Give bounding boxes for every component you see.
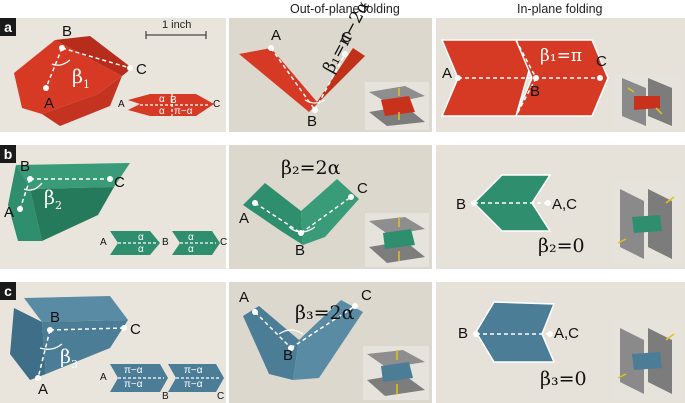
point-a-label: A [38,381,49,398]
point-b-label: B [530,83,541,100]
blue-v-fold [243,300,363,380]
pattern-alpha-top: α [159,94,165,105]
pattern-alpha-bottom: α [138,244,144,255]
beta-label: β2 [44,187,62,212]
beta-label: β3 [60,346,78,371]
row-c-panel-1: c B C A β3 A B C π−α π−α π−α π−α [0,282,226,403]
point-ac-label: A,C [554,325,580,342]
pattern-right-label: C [213,99,221,110]
header-in-plane: In-plane folding [517,2,603,16]
beta-equation: β₁=π [540,46,583,66]
point-c-label: C [114,174,125,191]
row-badge: c [0,282,16,300]
point-b-label: B [50,309,61,326]
point-c-label: C [357,180,368,197]
point-b-label: B [20,158,31,175]
header-out-of-plane: Out-of-plane folding [290,2,400,16]
blue-flat-sheet [473,301,556,363]
blue-inset-photo [612,320,682,400]
column-divider [227,18,228,403]
green-flat-sheet [471,174,552,232]
row-a-panel-2: A C B β₁=π−2α [229,0,432,132]
pattern-angle-t1: π−α [124,365,143,376]
beta-equation: β₂=0 [538,235,585,257]
row-divider [0,275,685,276]
point-a-label: A [44,95,55,112]
row-a-panel-1: a 1 inch B C A β1 A B C α α π−α [0,18,226,132]
red-inset-photo [365,82,429,130]
green-v-fold [243,179,359,245]
pattern-angle-b1: π−α [124,379,143,390]
red-flat-sheet [440,39,609,117]
pattern-alpha-top-2: α [188,232,194,243]
row-c-panel-3: B A,C β₃=0 [436,282,685,403]
beta-equation: β₂=2α [281,157,341,179]
point-b-label: B [307,113,318,130]
pattern-mid-label: B [162,237,169,248]
point-c-label: C [361,287,372,304]
red-inset-photo [612,74,682,130]
scale-bar-label: 1 inch [162,19,192,31]
pattern-left-label: A [118,99,125,110]
point-b-label: B [62,23,73,40]
pattern-right-label: C [220,237,228,248]
pattern-mid-label: B [170,95,177,106]
pattern-alpha-bottom-2: α [188,244,194,255]
point-ac-label: A,C [552,196,578,213]
point-c-label: C [341,29,352,46]
red-folded-sheet [14,31,214,126]
green-inset-photo [612,181,682,265]
pattern-mid-label: B [162,391,169,402]
red-v-fold [239,45,365,113]
beta-equation: β₃=2α [295,302,355,324]
row-badge: b [0,145,16,163]
point-a-label: A [4,204,15,221]
pattern-alpha-bottom: α [159,106,165,117]
point-a-label: A [271,27,282,44]
row-b-panel-3: B A,C β₂=0 [436,145,685,269]
point-c-label: C [130,321,141,338]
pattern-pi-minus-alpha: π−α [174,106,193,117]
green-folded-sheet [8,163,220,255]
pattern-right-label: C [217,391,225,402]
row-b-panel-1: b B C A β2 A B C α α α α [0,145,228,269]
point-c-label: C [136,61,147,78]
point-b-label: B [456,196,467,213]
pattern-alpha-top: α [138,232,144,243]
beta-label: β1 [72,66,90,91]
beta-equation: β₃=0 [540,368,587,390]
point-a-label: A [442,65,453,82]
pattern-left-label: A [100,237,107,248]
point-b-label: B [283,347,294,364]
point-b-label: B [458,325,469,342]
blue-folded-sheet [10,296,224,392]
row-badge: a [0,18,16,36]
point-a-label: A [239,210,250,227]
pattern-left-label: A [100,372,107,383]
row-c-panel-2: A C B β₃=2α [229,282,432,403]
pattern-angle-b2: π−α [184,379,203,390]
row-a-panel-3: A B C β₁=π [436,18,685,132]
point-a-label: A [239,289,250,306]
blue-inset-photo [363,346,429,400]
column-divider [434,18,435,403]
green-inset-photo [365,213,429,267]
point-c-label: C [596,53,607,70]
row-divider [0,138,685,139]
point-b-label: B [295,242,306,259]
pattern-angle-t2: π−α [184,365,203,376]
row-b-panel-2: A C B β₂=2α [229,145,432,269]
